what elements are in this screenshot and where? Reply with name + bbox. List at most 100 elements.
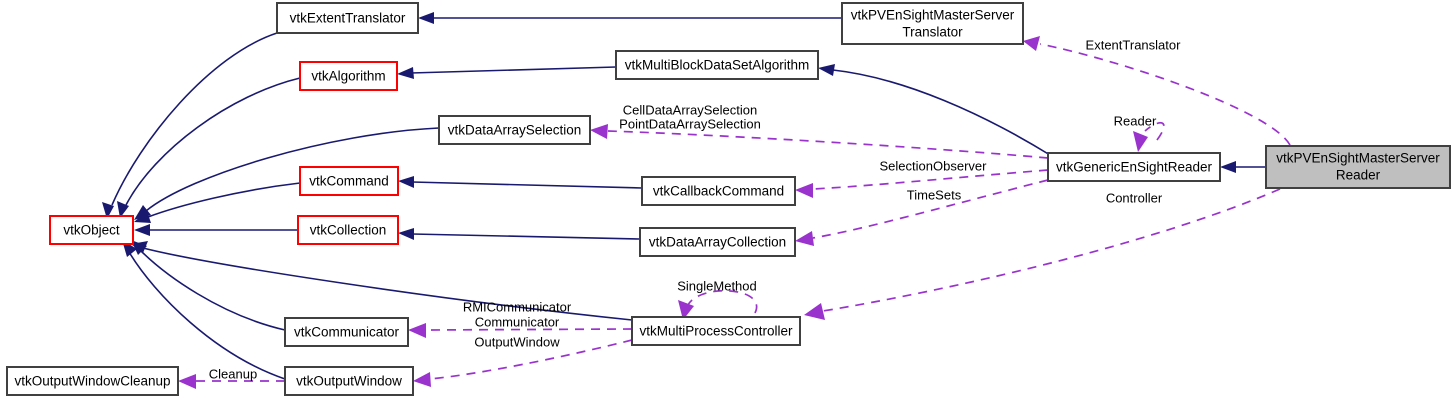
arrowhead-usage-communicator [408,323,426,338]
edge-multiprocess-to-object [142,247,633,321]
node-vtkcollection[interactable]: vtkCollection [297,215,399,245]
node-box-vtkoutputwindowcleanup[interactable] [6,366,179,396]
arrowhead-object-1 [102,202,114,219]
node-label-vtkalgorithm: vtkAlgorithm [311,69,385,84]
node-label-vtkcollection: vtkCollection [310,223,387,238]
edge-usage-extenttranslator [1039,43,1291,146]
arrowhead-usage-selectionobserver [795,183,813,198]
edge-labels: ExtentTranslator CellDataArraySelection … [209,37,1181,381]
node-box-vtkmultiblockdatasetalgorithm[interactable] [615,50,819,80]
node-label-vtkdataarraycollection: vtkDataArrayCollection [649,235,786,250]
node-label-vtkdataarrayselection: vtkDataArraySelection [448,123,582,138]
arrowhead-usage-reader [1133,131,1148,152]
edge-outputwindow-to-object [128,251,286,380]
node-vtkdataarraycollection[interactable]: vtkDataArrayCollection [639,227,796,257]
arrowhead-usage-timesets [795,231,814,246]
arrowhead-usage-outputwindow [413,372,431,387]
arrowhead-object-5 [134,224,150,236]
node-vtkcommunicator[interactable]: vtkCommunicator [284,317,409,347]
node-vtkmultiprocesscontroller[interactable]: vtkMultiProcessController [631,316,801,346]
edge-usage-reader [1144,122,1165,141]
arrowhead-object-7 [131,241,148,253]
edge-genericreader-to-multiblock [832,69,1051,156]
node-label-vtkmultiprocesscontroller: vtkMultiProcessController [639,324,793,339]
node-vtkpvensightmasterservertranslator[interactable]: vtkPVEnSightMasterServer Translator [841,2,1024,45]
node-box-vtkpvensightmasterserverreader[interactable] [1265,145,1451,189]
node-label-vtkpvensightmasterservertranslator-line2: Translator [902,25,963,40]
usage-edges [178,36,1291,389]
node-box-vtkextenttranslator[interactable] [276,2,419,34]
node-vtkgenericensightreader[interactable]: vtkGenericEnSightReader [1047,152,1221,182]
edge-label-time-sets: TimeSets [907,187,962,202]
node-vtkoutputwindow[interactable]: vtkOutputWindow [284,366,414,396]
node-box-vtkcommand[interactable] [299,166,399,196]
node-label-vtkmultiblockdatasetalgorithm: vtkMultiBlockDataSetAlgorithm [625,58,810,73]
edge-usage-timesets [812,179,1049,239]
arrowhead-usage-controller [804,303,825,320]
node-box-vtkpvensightmasterservertranslator[interactable] [841,2,1024,45]
edge-label-controller: Controller [1106,190,1163,205]
arrowhead-usage-dataarrayselection [590,124,608,139]
node-box-vtkalgorithm[interactable] [299,61,398,91]
arrowhead-algorithm [397,67,414,79]
node-vtkcallbackcommand[interactable]: vtkCallbackCommand [641,176,796,206]
node-box-vtkgenericensightreader[interactable] [1047,152,1221,182]
node-label-vtkobject: vtkObject [63,223,120,238]
edge-callbackcommand-to-command [411,181,643,189]
arrowhead-collection [398,228,414,240]
edge-usage-controller [822,188,1281,312]
edge-algorithm-to-object [125,77,301,206]
node-vtkcommand[interactable]: vtkCommand [299,166,399,196]
edge-usage-selectionobserver [812,169,1049,190]
edge-label-point-data-array-selection: PointDataArraySelection [619,116,761,131]
node-label-vtkoutputwindowcleanup: vtkOutputWindowCleanup [14,374,170,389]
node-vtkpvensightmasterserverreader[interactable]: vtkPVEnSightMasterServer Reader [1265,145,1451,189]
edge-usage-communicator [424,328,633,331]
node-box-vtkdataarraycollection[interactable] [639,227,796,257]
edge-label-single-method: SingleMethod [677,278,757,293]
node-vtkoutputwindowcleanup[interactable]: vtkOutputWindowCleanup [6,366,179,396]
arrowhead-usage-extenttranslator [1023,36,1040,51]
arrowhead-object-2 [117,201,129,218]
arrowhead-command [398,176,414,188]
node-label-vtkcommunicator: vtkCommunicator [294,325,400,340]
arrowhead-multiblock [818,64,835,76]
node-vtkobject[interactable]: vtkObject [49,215,134,245]
node-label-vtkpvensightmasterserverreader-line2: Reader [1336,168,1381,183]
arrowhead-usage-singlemethod [678,300,694,320]
node-box-vtkcommunicator[interactable] [284,317,409,347]
arrowhead-genericreader [1220,161,1236,173]
edge-label-reader: Reader [1114,113,1157,128]
node-label-vtkextenttranslator: vtkExtentTranslator [290,11,406,26]
node-box-vtkoutputwindow[interactable] [284,366,414,396]
edge-usage-dataarrayselection [607,130,1049,159]
edge-communicator-to-object [139,249,286,331]
node-label-vtkcommand: vtkCommand [309,174,389,189]
edge-dataarraycollection-to-collection [411,233,641,240]
node-box-vtkmultiprocesscontroller[interactable] [631,316,801,346]
node-label-vtkpvensightmasterservertranslator-line1: vtkPVEnSightMasterServer [851,8,1015,23]
node-box-vtkcallbackcommand[interactable] [641,176,796,206]
edge-label-extent-translator: ExtentTranslator [1086,37,1182,52]
edge-label-cleanup: Cleanup [209,366,257,381]
edge-usage-singlemethod [687,289,758,314]
edge-label-output-window: OutputWindow [474,334,560,349]
arrowhead-extenttranslator [418,12,434,24]
edge-multiblock-to-algorithm [410,66,617,74]
edge-command-to-object [147,182,301,218]
edge-label-communicator: Communicator [475,314,560,329]
node-vtkalgorithm[interactable]: vtkAlgorithm [299,61,398,91]
node-label-vtkgenericensightreader: vtkGenericEnSightReader [1056,160,1213,175]
node-box-vtkcollection[interactable] [297,215,399,245]
node-box-vtkdataarrayselection[interactable] [438,115,591,145]
edge-extenttranslator-to-object [111,32,278,206]
node-label-vtkcallbackcommand: vtkCallbackCommand [653,184,784,199]
node-vtkdataarrayselection[interactable]: vtkDataArraySelection [438,115,591,145]
nodes: vtkExtentTranslator vtkPVEnSightMasterSe… [6,2,1451,396]
edge-label-rmi-communicator: RMICommunicator [463,299,572,314]
node-box-vtkobject[interactable] [49,215,134,245]
node-vtkextenttranslator[interactable]: vtkExtentTranslator [276,2,419,34]
node-vtkmultiblockdatasetalgorithm[interactable]: vtkMultiBlockDataSetAlgorithm [615,50,819,80]
